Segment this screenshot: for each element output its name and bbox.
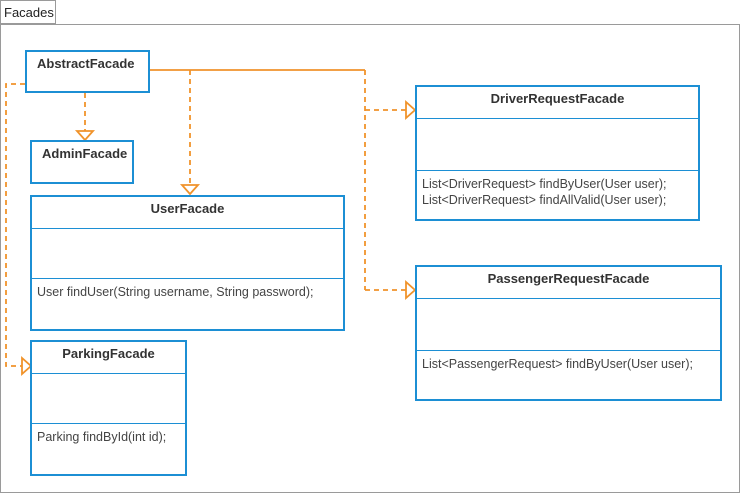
attributes-compartment — [32, 228, 343, 278]
relation-admin-arrowhead — [74, 130, 96, 142]
relation-parking-arrowhead — [21, 355, 33, 377]
relation-user-arrowhead — [179, 184, 201, 196]
operations-compartment: List<PassengerRequest> findByUser(User u… — [417, 350, 720, 372]
operation: List<DriverRequest> findByUser(User user… — [422, 177, 667, 191]
operations-compartment: List<DriverRequest> findByUser(User user… — [417, 170, 698, 208]
relation-passenger-arrowhead — [405, 279, 417, 301]
operation: Parking findById(int id); — [37, 430, 167, 444]
class-name: DriverRequestFacade — [490, 91, 625, 106]
package-title: Facades — [4, 5, 54, 20]
class-parking-facade[interactable]: ParkingFacade Parking findById(int id); — [30, 340, 187, 476]
operations-compartment: Parking findById(int id); — [32, 423, 185, 445]
class-name: AdminFacade — [42, 146, 128, 161]
class-user-facade[interactable]: UserFacade User findUser(String username… — [30, 195, 345, 331]
relation-driver-arrowhead — [405, 99, 417, 121]
class-name: AbstractFacade — [37, 56, 135, 71]
class-name: UserFacade — [150, 201, 225, 216]
class-name: PassengerRequestFacade — [487, 271, 650, 286]
class-admin-facade[interactable]: AdminFacade — [30, 140, 134, 184]
class-driver-request-facade[interactable]: DriverRequestFacade List<DriverRequest> … — [415, 85, 700, 221]
class-name: ParkingFacade — [62, 346, 155, 361]
attributes-compartment — [417, 118, 698, 170]
operation: List<PassengerRequest> findByUser(User u… — [422, 357, 693, 371]
operations-compartment: User findUser(String username, String pa… — [32, 278, 343, 300]
class-passenger-request-facade[interactable]: PassengerRequestFacade List<PassengerReq… — [415, 265, 722, 401]
operation: User findUser(String username, String pa… — [37, 285, 314, 299]
operation: List<DriverRequest> findAllValid(User us… — [422, 193, 667, 207]
attributes-compartment — [32, 373, 185, 423]
relation-parking — [5, 83, 25, 367]
attributes-compartment — [417, 298, 720, 350]
package-tab: Facades — [0, 0, 56, 24]
class-abstract-facade[interactable]: AbstractFacade — [25, 50, 150, 93]
